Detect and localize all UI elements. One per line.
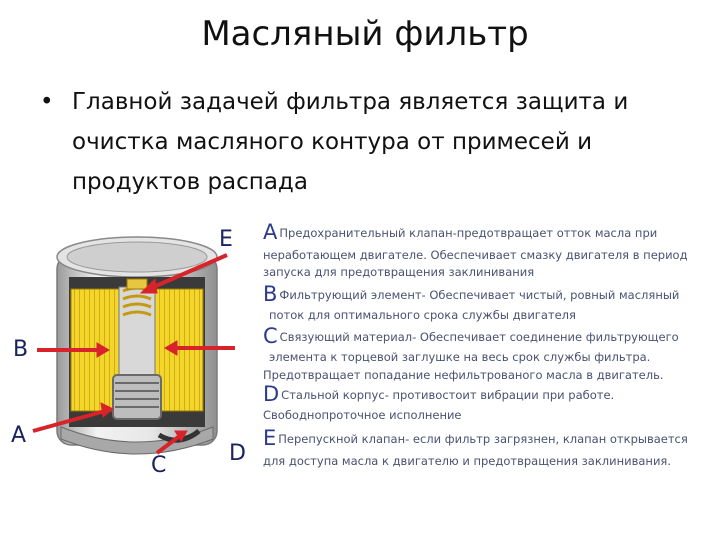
legend-key: D (263, 382, 280, 406)
legend-text: поток для оптимального срока службы двиг… (269, 308, 576, 322)
legend-text: неработающем двигателе. Обеспечивает сма… (263, 248, 688, 262)
label-d: D (229, 441, 246, 466)
bullet-marker: • (40, 89, 54, 115)
oil-filter-illustration (32, 236, 235, 455)
legend-line: неработающем двигателе. Обеспечивает сма… (263, 248, 688, 262)
legend-key: E (263, 426, 277, 450)
label-a: A (11, 423, 27, 448)
callout-arrows (32, 253, 235, 455)
label-c: C (151, 453, 167, 478)
bullet-text: Главной задачей фильтра является защита … (72, 89, 629, 195)
legend-text: Предохранительный клапан-предотвращает о… (279, 226, 658, 240)
legend-key: B (263, 282, 278, 306)
legend-key: A (263, 220, 278, 244)
bottom-plate (60, 426, 214, 455)
legend-text: Фильтрующий элемент- Обеспечивает чистый… (279, 288, 680, 302)
legend-line: Предотвращает попадание нефильтрованого … (263, 368, 664, 382)
label-e: E (219, 227, 233, 252)
label-b: B (13, 337, 29, 362)
legend-text: Перепускной клапан- если фильтр загрязне… (278, 432, 688, 446)
legend-text: Стальной корпус- противостоит вибрации п… (281, 388, 615, 402)
legend-text: Связующий материал- Обеспечивает соедине… (279, 330, 679, 344)
legend-text: Свободнопроточное исполнение (263, 408, 462, 422)
legend-text: для доступа масла к двигателю и предотвр… (263, 454, 671, 468)
legend-line: элемента к торцевой заглушке на весь сро… (263, 350, 650, 364)
legend-line: для доступа масла к двигателю и предотвр… (263, 454, 671, 468)
legend-key: C (263, 324, 278, 348)
slide-title: Масляный фильтр (201, 14, 529, 54)
legend-line: поток для оптимального срока службы двиг… (263, 308, 576, 322)
legend-text: Предотвращает попадание нефильтрованого … (263, 368, 664, 382)
legend-text: элемента к торцевой заглушке на весь сро… (269, 350, 651, 364)
legend-line: Свободнопроточное исполнение (263, 408, 462, 422)
bullet-item: • Главной задачей фильтра является защит… (40, 82, 700, 202)
threaded-base (112, 374, 162, 420)
oil-filter-cutaway: E B A C D (9, 217, 261, 479)
legend-text: запуска для предотвращения заклинивания (263, 265, 535, 279)
legend-line: запуска для предотвращения заклинивания (263, 265, 534, 279)
